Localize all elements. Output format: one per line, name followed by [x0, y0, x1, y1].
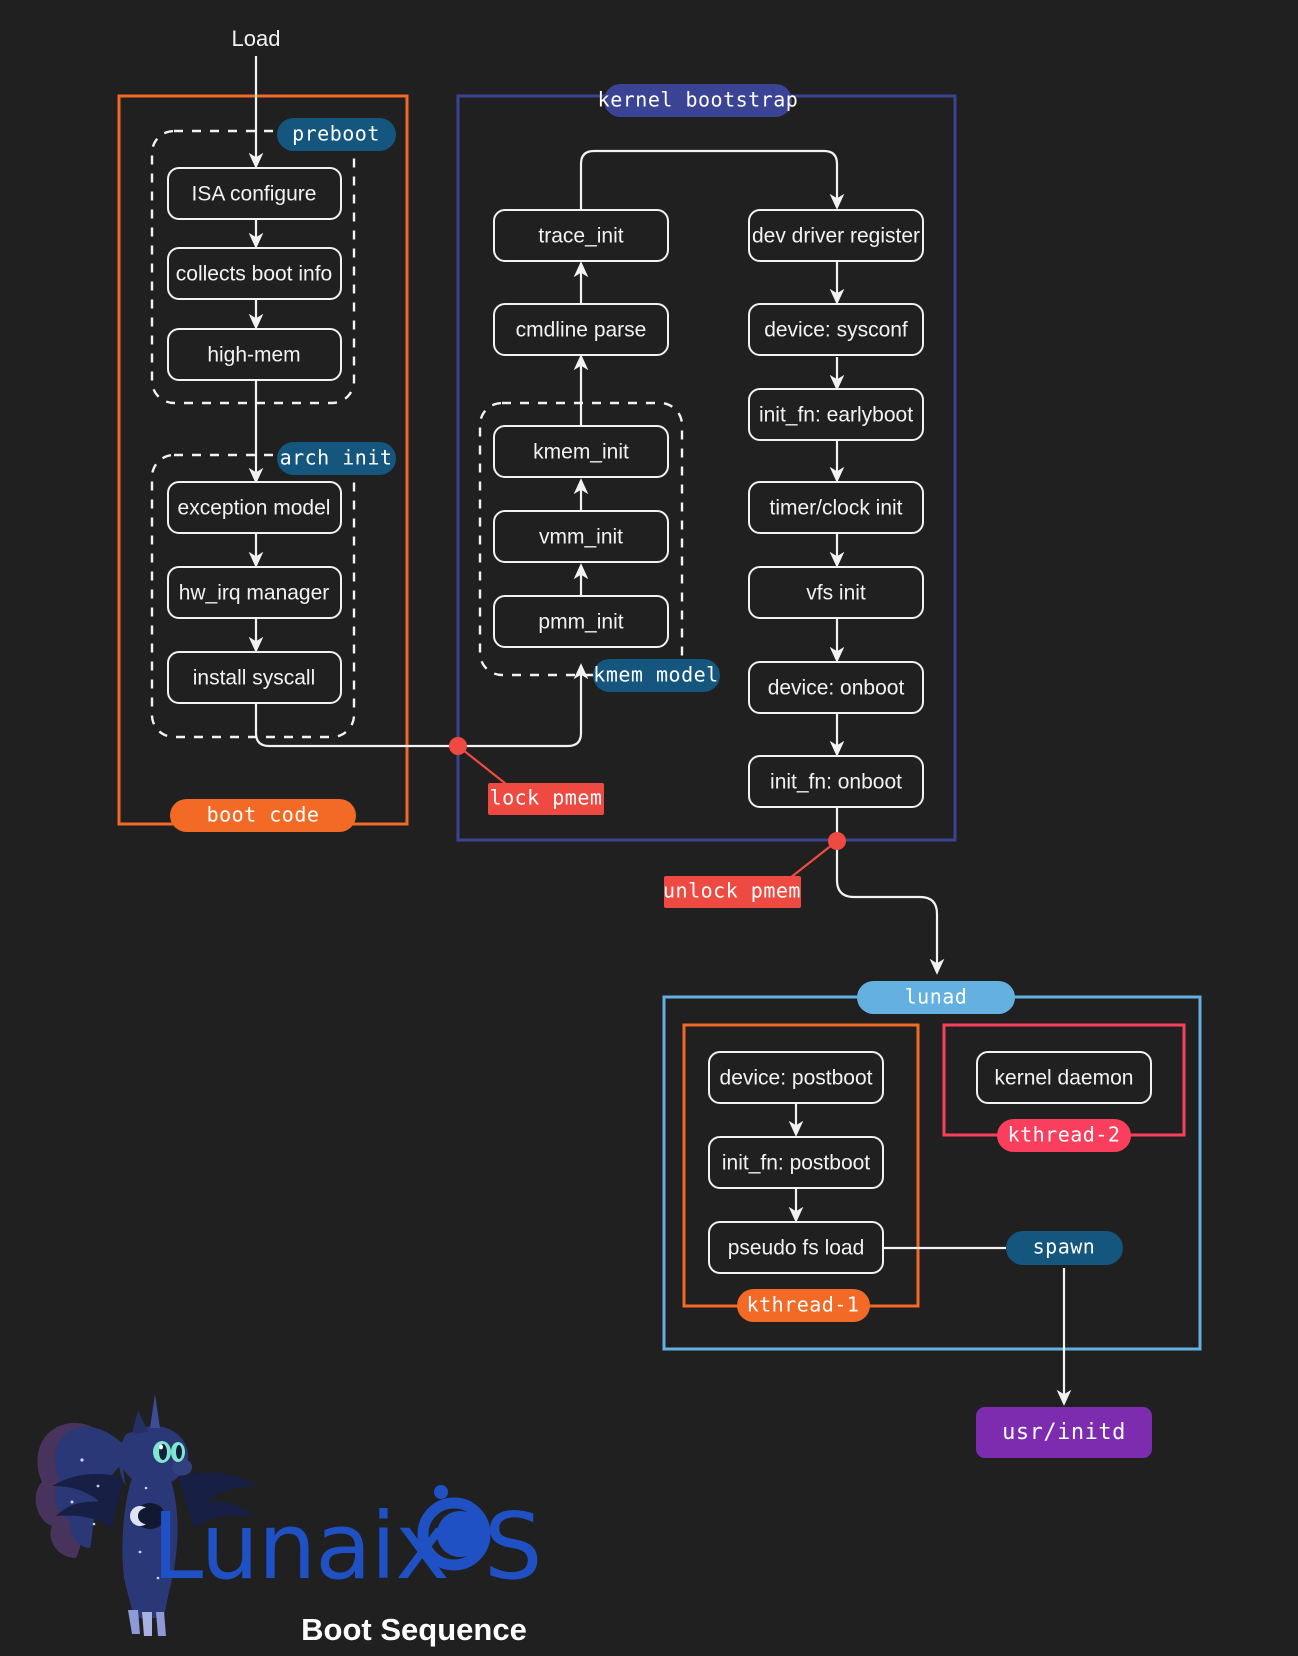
node-install-syscall[interactable]: install syscall: [167, 651, 342, 704]
annotation-lock-pmem[interactable]: lock pmem: [488, 783, 604, 815]
group-label-text: arch init: [280, 446, 393, 470]
luna-pony-logo: [35, 1394, 258, 1636]
group-label-text: kthread-1: [747, 1293, 860, 1317]
node-collects-boot-info[interactable]: collects boot info: [167, 247, 342, 300]
node-label: high-mem: [207, 344, 300, 367]
node-init-fn-onboot[interactable]: init_fn: onboot: [748, 755, 924, 808]
brand-wordmark-prefix: Lunaix: [152, 1493, 449, 1600]
node-device-sysconf[interactable]: device: sysconf: [748, 303, 924, 356]
brand-moon-o-icon: [417, 1485, 491, 1571]
annotation-spawn[interactable]: spawn: [1006, 1231, 1123, 1265]
group-label-preboot[interactable]: preboot: [277, 118, 396, 151]
node-init-fn-postboot[interactable]: init_fn: postboot: [708, 1136, 884, 1189]
group-frame-preboot: [150, 129, 356, 405]
brand-wordmark-suffix: S: [484, 1493, 541, 1600]
group-label-text: lunad: [905, 985, 968, 1009]
edge-syscall-to-pmm-init: [254, 663, 589, 748]
node-label: cmdline parse: [516, 319, 647, 342]
node-isa-configure[interactable]: ISA configure: [167, 167, 342, 220]
unlock-pmem-dot: [828, 832, 846, 850]
node-label: device: sysconf: [764, 319, 908, 342]
group-label-kmem-model[interactable]: kmem model: [593, 659, 720, 692]
group-label-lunad[interactable]: lunad: [857, 981, 1015, 1014]
node-dev-driver-register[interactable]: dev driver register: [748, 209, 924, 262]
node-label: device: postboot: [720, 1067, 873, 1090]
annotation-label: usr/initd: [1002, 1420, 1126, 1445]
node-label: kernel daemon: [995, 1067, 1134, 1090]
node-label: dev driver register: [752, 225, 920, 248]
entry-label: Load: [232, 26, 281, 51]
annotation-label: unlock pmem: [663, 879, 801, 903]
group-label-kthread-2[interactable]: kthread-2: [997, 1119, 1131, 1152]
node-label: vfs init: [806, 582, 866, 605]
node-cmdline-parse[interactable]: cmdline parse: [493, 303, 669, 356]
node-kernel-daemon[interactable]: kernel daemon: [976, 1051, 1152, 1104]
node-pmm-init[interactable]: pmm_init: [493, 595, 669, 648]
node-exception-model[interactable]: exception model: [167, 481, 342, 534]
node-vmm-init[interactable]: vmm_init: [493, 510, 669, 563]
node-label: install syscall: [193, 667, 316, 690]
node-label: timer/clock init: [769, 497, 902, 520]
annotation-usr-initd[interactable]: usr/initd: [976, 1407, 1152, 1458]
node-trace-init[interactable]: trace_init: [493, 209, 669, 262]
node-label: device: onboot: [768, 677, 905, 700]
group-label-text: kmem model: [593, 663, 718, 687]
node-label: collects boot info: [176, 263, 332, 286]
group-frame-arch-init: [150, 453, 356, 739]
node-label: init_fn: postboot: [722, 1152, 870, 1175]
node-device-onboot[interactable]: device: onboot: [748, 661, 924, 714]
node-kmem-init[interactable]: kmem_init: [493, 425, 669, 478]
node-label: init_fn: earlyboot: [759, 404, 913, 427]
group-label-arch-init[interactable]: arch init: [277, 442, 396, 475]
group-label-text: boot code: [207, 803, 320, 827]
node-label: pseudo fs load: [728, 1237, 865, 1260]
annotation-unlock-pmem[interactable]: unlock pmem: [663, 876, 801, 908]
node-label: vmm_init: [539, 526, 623, 549]
node-device-postboot[interactable]: device: postboot: [708, 1051, 884, 1104]
node-label: pmm_init: [538, 611, 623, 634]
lock-pmem-dot: [449, 737, 467, 755]
node-label: ISA configure: [192, 183, 317, 206]
node-label: kmem_init: [533, 441, 629, 464]
footer-subtitle: Boot Sequence: [301, 1612, 527, 1647]
group-label-text: kthread-2: [1008, 1123, 1121, 1147]
group-label-boot-code[interactable]: boot code: [170, 799, 356, 832]
node-label: init_fn: onboot: [770, 771, 902, 794]
group-label-kthread-1[interactable]: kthread-1: [737, 1289, 870, 1322]
node-init-fn-earlyboot[interactable]: init_fn: earlyboot: [748, 388, 924, 441]
node-vfs-init[interactable]: vfs init: [748, 566, 924, 619]
node-high-mem[interactable]: high-mem: [167, 328, 342, 381]
group-label-kernel-bootstrap[interactable]: kernel bootstrap: [598, 84, 799, 117]
node-timer-clock-init[interactable]: timer/clock init: [748, 481, 924, 534]
group-label-text: preboot: [292, 122, 380, 146]
edge-lock-pmem-connector: [457, 745, 507, 785]
node-label: hw_irq manager: [179, 582, 330, 605]
node-hw-irq-manager[interactable]: hw_irq manager: [167, 566, 342, 619]
annotation-label: spawn: [1033, 1235, 1096, 1259]
node-label: exception model: [178, 497, 331, 520]
group-label-text: kernel bootstrap: [598, 88, 799, 112]
edge-initfn-onboot-to-lunad: [835, 808, 945, 975]
annotation-label: lock pmem: [490, 786, 603, 810]
node-pseudo-fs-load[interactable]: pseudo fs load: [708, 1221, 884, 1274]
node-label: trace_init: [538, 225, 623, 248]
edge-unlock-pmem-connector: [789, 840, 838, 879]
footer-branding: Lunaix S Boot Sequence: [35, 1394, 542, 1647]
edge-trace-to-dev-driver-register: [579, 149, 845, 211]
